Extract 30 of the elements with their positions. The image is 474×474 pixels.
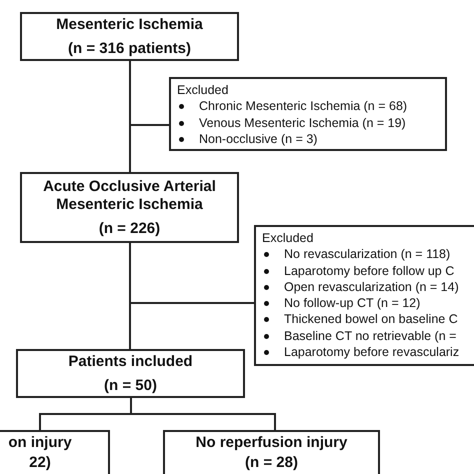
list-item: Laparotomy before revasculariz: [284, 344, 460, 359]
box-text: Mesenteric Ischemia: [56, 16, 203, 34]
list-item: Chronic Mesenteric Ischemia (n = 68): [199, 99, 408, 114]
box-text: (n = 226): [98, 220, 160, 238]
box-text: 22): [29, 454, 51, 472]
box-text: No reperfusion injury: [196, 434, 348, 452]
box-text: on injury: [8, 434, 72, 452]
list-item: Non-occlusive (n = 3): [199, 132, 318, 146]
list-item: No follow-up CT (n = 12): [284, 296, 420, 310]
connector-line: [129, 243, 254, 304]
box-text: (n = 28): [245, 454, 298, 472]
process-box: [20, 12, 239, 61]
list-item: Baseline CT no retrievable (n =: [284, 328, 456, 342]
exclusion-box: [254, 225, 474, 366]
list-item: Open revascularization (n = 14): [284, 280, 459, 294]
exclusion-box: [169, 77, 447, 151]
list-item: Thickened bowel on baseline C: [284, 312, 458, 326]
box-text: Patients included: [68, 352, 193, 370]
process-box: [16, 349, 245, 398]
box-text: (n = 50): [104, 376, 157, 394]
box-heading: Excluded: [177, 82, 230, 98]
list-item: Laparotomy before follow up C: [284, 264, 454, 278]
connector-line: [129, 61, 169, 126]
list-item: Venous Mesenteric Ischemia (n = 19): [199, 116, 406, 130]
process-box: [20, 172, 239, 243]
box-heading: Excluded: [262, 230, 314, 246]
box-text: (n = 316 patients): [68, 40, 191, 58]
list-item: No revascularization (n = 118): [284, 247, 450, 262]
box-text: Acute Occlusive Arterial Mesenteric Ischemia: [42, 178, 217, 214]
process-box: [163, 430, 380, 474]
